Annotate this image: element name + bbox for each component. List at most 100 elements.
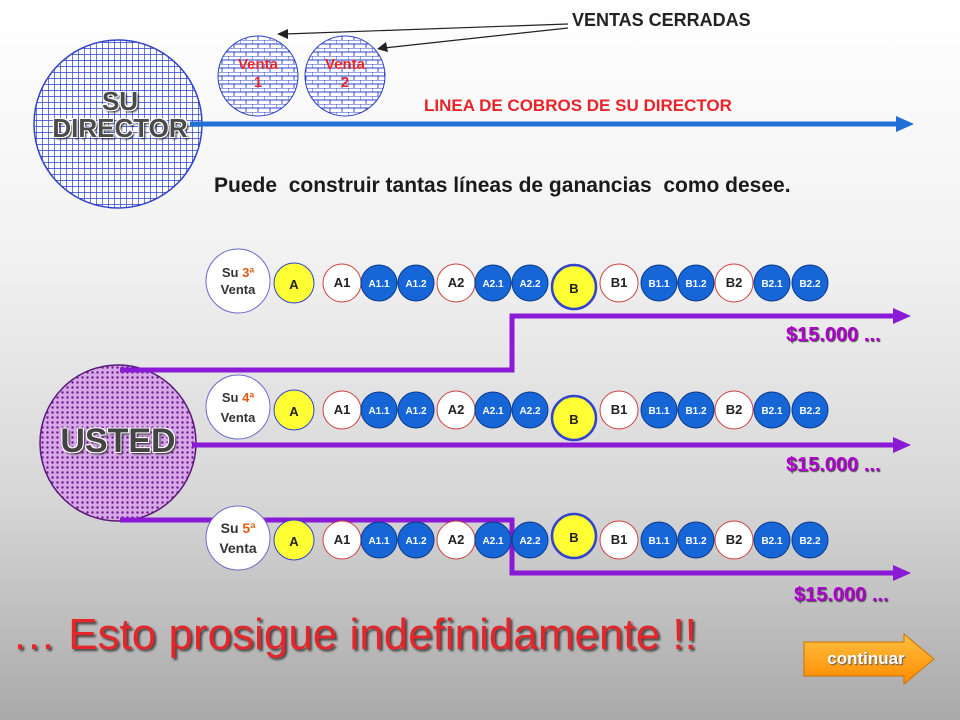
subtitle: Puede construir tantas líneas de gananci… bbox=[214, 174, 791, 197]
node-a2-line-2: A2 bbox=[436, 390, 476, 430]
node-a-line-2: A bbox=[273, 389, 315, 431]
node-b2-1-line-1: B2.1 bbox=[753, 264, 791, 302]
amount-line-3: $15.000 ... bbox=[794, 584, 889, 606]
node-a2-1-line-1: A2.1 bbox=[474, 264, 512, 302]
node-label: B1.1 bbox=[648, 536, 670, 547]
node-label: B1.1 bbox=[648, 279, 670, 290]
node-label: A1.2 bbox=[405, 406, 427, 417]
node-circle bbox=[714, 520, 754, 560]
node-circle bbox=[791, 391, 829, 429]
node-circle bbox=[511, 264, 549, 302]
node-circle bbox=[640, 521, 678, 559]
node-label: A bbox=[289, 277, 299, 292]
node-label: A1.1 bbox=[368, 406, 390, 417]
node-circle bbox=[550, 512, 598, 560]
director-label: SU DIRECTOR bbox=[52, 86, 188, 144]
director-line-arrowhead bbox=[896, 116, 914, 132]
node-b1-1-line-1: B1.1 bbox=[640, 264, 678, 302]
node-circle bbox=[511, 391, 549, 429]
earnings-line-2-arrowhead bbox=[893, 437, 911, 453]
you-label: USTED bbox=[60, 422, 176, 460]
continue-button[interactable]: continuar bbox=[800, 632, 938, 686]
node-label: B bbox=[569, 281, 578, 296]
node-label: A2.1 bbox=[482, 536, 504, 547]
node-label: B1.2 bbox=[685, 406, 707, 417]
node-label: A2 bbox=[448, 275, 465, 290]
node-label: B bbox=[569, 412, 578, 427]
node-circle bbox=[599, 390, 639, 430]
node-label: A2.2 bbox=[519, 279, 541, 290]
node-circle bbox=[714, 390, 754, 430]
node-b1-line-1: B1 bbox=[599, 263, 639, 303]
node-circle bbox=[273, 262, 315, 304]
node-label: B1.1 bbox=[648, 406, 670, 417]
node-label: B2 bbox=[726, 402, 743, 417]
node-circle bbox=[677, 521, 715, 559]
node-b2-2-line-3: B2.2 bbox=[791, 521, 829, 559]
amount-line-1: $15.000 ... bbox=[786, 324, 881, 346]
node-label: B1.2 bbox=[685, 279, 707, 290]
node-b2-1-line-2: B2.1 bbox=[753, 391, 791, 429]
node-circle bbox=[753, 391, 791, 429]
node-label: A2 bbox=[448, 532, 465, 547]
node-a-line-3: A bbox=[273, 519, 315, 561]
node-label: B2 bbox=[726, 275, 743, 290]
earnings-line-1-arrowhead bbox=[893, 308, 911, 324]
node-label: B2.2 bbox=[799, 279, 821, 290]
node-b1-1-line-2: B1.1 bbox=[640, 391, 678, 429]
node-b2-line-1: B2 bbox=[714, 263, 754, 303]
node-circle bbox=[550, 394, 598, 442]
node-b2-line-2: B2 bbox=[714, 390, 754, 430]
node-label: B1.2 bbox=[685, 536, 707, 547]
node-a1-1-line-3: A1.1 bbox=[360, 521, 398, 559]
node-b-line-1: B bbox=[550, 263, 598, 311]
node-label: A bbox=[289, 404, 299, 419]
pointer-arrow-to-sale-1 bbox=[284, 23, 569, 35]
node-a2-2-line-3: A2.2 bbox=[511, 521, 549, 559]
node-a1-1-line-1: A1.1 bbox=[360, 264, 398, 302]
node-label: B2.1 bbox=[761, 406, 783, 417]
earnings-line-1-path bbox=[120, 313, 895, 373]
closed-sale-2-circle bbox=[304, 35, 386, 117]
closed-sales-heading: VENTAS CERRADAS bbox=[572, 10, 751, 30]
node-label: B2.2 bbox=[799, 536, 821, 547]
node-circle bbox=[714, 263, 754, 303]
node-circle bbox=[791, 264, 829, 302]
earnings-line-3-arrowhead bbox=[893, 565, 911, 581]
node-a2-1-line-3: A2.1 bbox=[474, 521, 512, 559]
node-b2-2-line-1: B2.2 bbox=[791, 264, 829, 302]
node-b2-1-line-3: B2.1 bbox=[753, 521, 791, 559]
node-label: B2.1 bbox=[761, 536, 783, 547]
node-circle bbox=[791, 521, 829, 559]
node-a2-line-1: A2 bbox=[436, 263, 476, 303]
sale-prefix-3: Su bbox=[220, 520, 239, 536]
node-label: B2 bbox=[726, 532, 743, 547]
node-label: A1 bbox=[334, 532, 351, 547]
sale-circle-line-1 bbox=[205, 248, 271, 314]
continue-button-label: continuar bbox=[827, 649, 905, 668]
node-b-line-2: B bbox=[550, 394, 598, 442]
sale-label-line-1: Su 3ª Venta bbox=[206, 264, 270, 298]
node-label: B1 bbox=[611, 402, 628, 417]
closed-sale-1-number: 1 bbox=[253, 74, 263, 91]
sale-word-3: Venta bbox=[219, 540, 257, 556]
node-circle bbox=[511, 521, 549, 559]
pointer-arrowhead-1 bbox=[277, 29, 288, 39]
node-circle bbox=[273, 389, 315, 431]
node-a1-line-1: A1 bbox=[322, 263, 362, 303]
node-circle bbox=[360, 521, 398, 559]
closed-sale-2-word: Venta bbox=[324, 56, 366, 73]
node-circle bbox=[599, 263, 639, 303]
closed-sale-2-number: 2 bbox=[340, 74, 350, 91]
node-label: A2.2 bbox=[519, 406, 541, 417]
node-circle bbox=[397, 521, 435, 559]
closed-sale-2-label: Venta 2 bbox=[309, 56, 381, 92]
node-b2-2-line-2: B2.2 bbox=[791, 391, 829, 429]
node-label: B1 bbox=[611, 275, 628, 290]
node-a1-line-3: A1 bbox=[322, 520, 362, 560]
node-label: A2.2 bbox=[519, 536, 541, 547]
node-circle bbox=[677, 264, 715, 302]
node-circle bbox=[397, 391, 435, 429]
continue-arrow-shape[interactable] bbox=[803, 632, 935, 686]
